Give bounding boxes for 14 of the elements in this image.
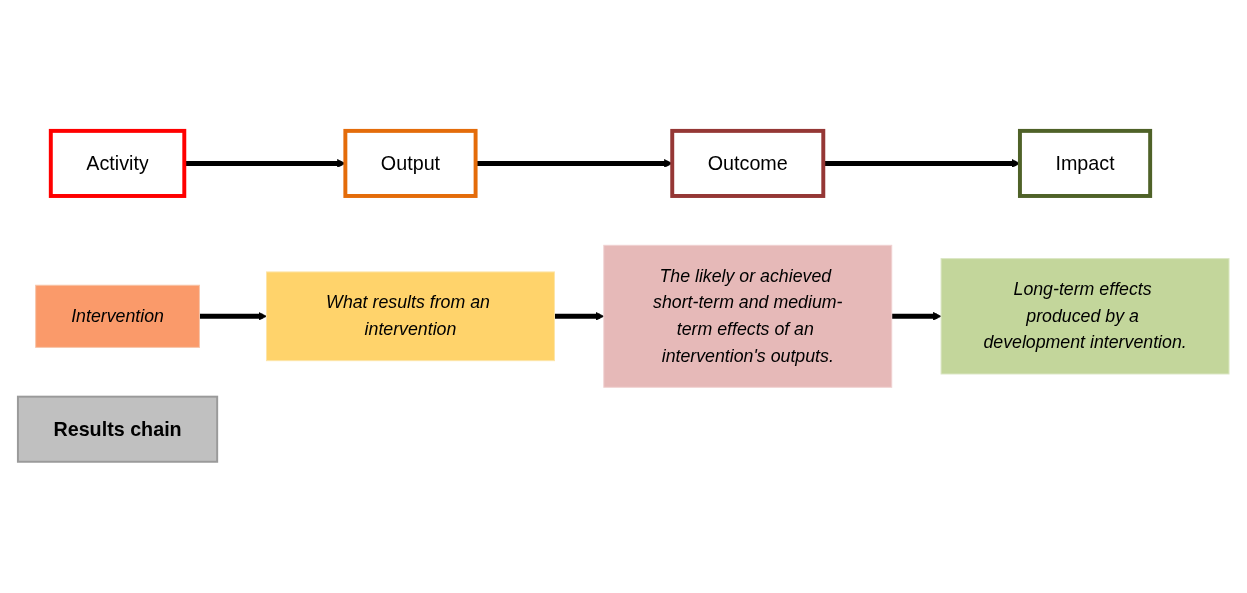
arrow bbox=[823, 159, 1021, 168]
node-box: The likely or achieved short-term and medium-term effects of an intervention's outputs. bbox=[603, 244, 893, 388]
arrow bbox=[184, 159, 346, 168]
node-box: Impact bbox=[1018, 129, 1153, 199]
node-box: Output bbox=[343, 129, 478, 199]
node-box: Outcome bbox=[670, 129, 826, 199]
node-box: What results from an intervention bbox=[266, 271, 555, 362]
node-box: Intervention bbox=[35, 284, 200, 349]
arrow bbox=[891, 312, 942, 321]
node-box: Long-term effects produced by a development intervention. bbox=[940, 258, 1230, 375]
node-box: Results chain bbox=[16, 395, 219, 463]
arrow bbox=[199, 312, 267, 321]
arrow bbox=[554, 312, 605, 321]
node-box: Activity bbox=[48, 129, 187, 199]
